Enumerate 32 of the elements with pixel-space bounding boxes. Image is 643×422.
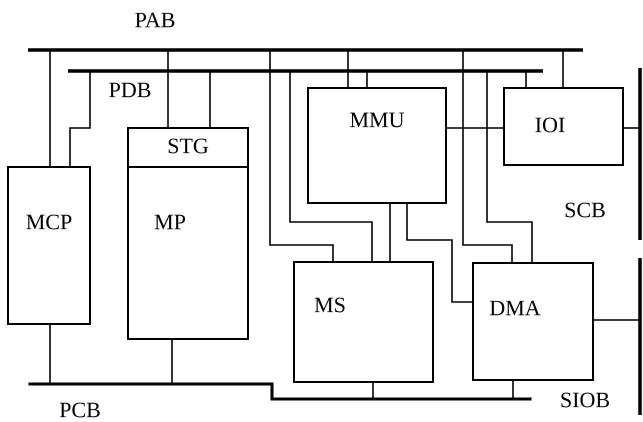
bus-connection (49, 51, 51, 167)
unit-box: MCP (7, 166, 91, 325)
bus-connection (366, 72, 368, 88)
bus-label: SIOB (561, 392, 609, 408)
bus-connection (486, 72, 533, 263)
header-band: STG (127, 127, 249, 168)
bus-connection (446, 127, 504, 129)
bus-connection (69, 72, 91, 167)
bus-connection (167, 51, 169, 128)
unit-box: DMA (472, 262, 594, 381)
unit-box: IOI (503, 87, 624, 166)
bus-connection (525, 72, 527, 88)
bus-label: PCB (60, 402, 100, 418)
bus-connection (593, 319, 639, 321)
bus-connection (562, 51, 564, 88)
bus-connection (389, 203, 391, 262)
bus-connection (406, 203, 473, 303)
bus-connection (372, 382, 374, 400)
bus-connection (269, 51, 334, 262)
unit-box: MS (293, 261, 434, 383)
bus-connection (462, 51, 513, 263)
bus-connection (512, 380, 514, 400)
bus-label: SCB (566, 202, 605, 218)
unit-box: MMU (307, 87, 447, 204)
bus-connection (171, 339, 173, 385)
bus-label: PAB (135, 12, 174, 28)
bus-connection (209, 72, 211, 128)
bus-connection (347, 51, 349, 88)
bus-connection (49, 324, 51, 385)
bus-connection (289, 72, 373, 262)
bus-label: PDB (109, 82, 150, 98)
bus-connection (623, 127, 639, 129)
